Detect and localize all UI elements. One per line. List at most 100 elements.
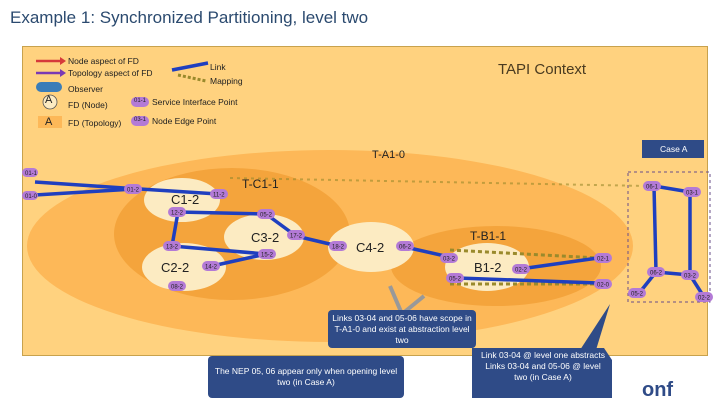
svg-text:onf: onf — [642, 379, 673, 400]
label-c2-2: C2-2 — [161, 260, 189, 275]
label-c1-2: C1-2 — [171, 192, 199, 207]
legend-mapping: Mapping — [210, 76, 243, 86]
callout-link-levels-box — [472, 348, 612, 398]
pill-r-05-2: 05-2 — [628, 288, 646, 298]
pill-c4-06-2: 06-2 — [396, 241, 414, 251]
legend-nep: Node Edge Point — [152, 116, 217, 126]
pill-r-03-2: 03-2 — [681, 270, 699, 280]
pill-b1-05-2: 05-2 — [446, 273, 464, 283]
legend: A A Node aspect of FD Topology aspect of… — [34, 54, 164, 132]
pill-c3-05-2: 05-2 — [257, 209, 275, 219]
pill-r-06-2: 06-2 — [647, 267, 665, 277]
callout-link-levels-pointer — [580, 304, 610, 350]
pill-r-02-2: 02-2 — [695, 292, 713, 302]
case-a-badge: Case A — [642, 140, 704, 158]
pill-left-01-0: 01-0 — [22, 191, 38, 200]
arrow-purple-icon — [60, 69, 66, 77]
pill-r-06-1: 06-1 — [643, 181, 661, 191]
callout-link-levels: Link 03-04 @ level one abstracts Links 0… — [481, 350, 605, 382]
svg-text:01-1: 01-1 — [25, 171, 38, 177]
svg-text:15-2: 15-2 — [261, 253, 274, 259]
svg-text:06-2: 06-2 — [399, 245, 412, 251]
svg-text:02-2: 02-2 — [698, 296, 711, 302]
legend-nep-pill: 03-1 — [134, 117, 147, 123]
label-c4-2: C4-2 — [356, 240, 384, 255]
onf-logo: onf — [642, 379, 673, 400]
mapping-icon — [177, 73, 207, 83]
svg-text:01-2: 01-2 — [127, 188, 140, 194]
svg-text:Case A: Case A — [660, 144, 688, 154]
svg-text:02-0: 02-0 — [597, 283, 610, 289]
legend-link: Link — [210, 62, 226, 72]
nep-pill-icon — [131, 116, 149, 126]
fd-topology-glyph: A — [45, 116, 53, 128]
legend-fd-node: FD (Node) — [68, 100, 108, 110]
legend-topology-aspect: Topology aspect of FD — [68, 68, 153, 78]
pill-c1-01-2: 01-2 — [124, 184, 142, 194]
pill-c1-12-2: 12-2 — [168, 207, 186, 217]
fd-node-icon — [42, 94, 58, 110]
svg-text:06-2: 06-2 — [650, 271, 663, 277]
mapping-line — [449, 248, 599, 260]
legend-icons-2 — [171, 61, 209, 83]
legend-observer: Observer — [68, 84, 103, 94]
legend-fd-aspect: Node aspect of FD — [68, 56, 139, 66]
svg-text:03-1: 03-1 — [686, 191, 699, 197]
callout-links-scope: Links 03-04 and 05-06 have scope in T-A1… — [332, 313, 472, 345]
pill-c2-08-2: 08-2 — [168, 281, 186, 291]
svg-text:03-2: 03-2 — [684, 274, 697, 280]
svg-text:18-2: 18-2 — [332, 245, 345, 251]
svg-text:08-2: 08-2 — [171, 285, 184, 291]
pill-right-02-0: 02-0 — [594, 279, 612, 289]
svg-text:05-2: 05-2 — [631, 292, 644, 298]
case-a-box — [627, 171, 711, 303]
svg-text:11-2: 11-2 — [213, 193, 225, 199]
legend-pills — [131, 97, 149, 126]
node-c4-2 — [328, 222, 414, 272]
callout-nep-note: The NEP 05, 06 appear only when opening … — [214, 366, 398, 387]
svg-text:02-2: 02-2 — [515, 268, 528, 274]
pill-c4-18-2: 18-2 — [329, 241, 347, 251]
svg-text:12-2: 12-2 — [171, 211, 184, 217]
legend-fd-topology: FD (Topology) — [68, 118, 122, 128]
svg-text:01-0: 01-0 — [25, 194, 38, 200]
node-c2-2 — [142, 243, 226, 291]
svg-text:02-1: 02-1 — [597, 257, 610, 263]
label-t-b1-1: T-B1-1 — [470, 229, 506, 243]
tapi-context-label: TAPI Context — [498, 61, 587, 78]
observer-icon — [36, 82, 62, 92]
legend-sip-pill: 01-1 — [134, 98, 147, 104]
pill-r-03-1: 03-1 — [683, 187, 701, 197]
callout-nep-note-box — [208, 356, 404, 398]
legend-sip: Service Interface Point — [152, 97, 238, 107]
svg-text:13-2: 13-2 — [166, 245, 179, 251]
pill-c3-15-2: 15-2 — [258, 249, 276, 259]
fd-node-glyph: A — [45, 94, 53, 106]
sip-pill-icon — [131, 97, 149, 107]
pill-left-01-1: 01-1 — [22, 168, 38, 177]
pill-c2-13-2: 13-2 — [163, 241, 181, 251]
label-c3-2: C3-2 — [251, 230, 279, 245]
legend-icons — [36, 57, 66, 128]
label-t-c1-1: T-C1-1 — [242, 177, 279, 191]
svg-text:03-2: 03-2 — [443, 257, 456, 263]
link-icon — [171, 61, 209, 72]
callout-links-scope-box — [328, 310, 476, 348]
label-t-a1-0: T-A1-0 — [372, 149, 405, 161]
pill-right-02-1: 02-1 — [594, 253, 612, 263]
page-title: Example 1: Synchronized Partitioning, le… — [10, 8, 369, 27]
fd-topology-icon — [38, 116, 62, 128]
pill-c2-14-2: 14-2 — [202, 261, 220, 271]
svg-text:05-2: 05-2 — [260, 213, 273, 219]
pill-b1-02-2: 02-2 — [512, 264, 530, 274]
pill-c3-17-2: 17-2 — [287, 230, 305, 240]
svg-text:06-1: 06-1 — [646, 185, 659, 191]
pill-b1-03-2: 03-2 — [440, 253, 458, 263]
svg-text:17-2: 17-2 — [290, 234, 303, 240]
svg-text:05-2: 05-2 — [449, 277, 462, 283]
label-b1-2: B1-2 — [474, 260, 501, 275]
svg-text:14-2: 14-2 — [205, 265, 218, 271]
pill-c1-11-2: 11-2 — [210, 189, 228, 199]
arrow-red-icon — [60, 57, 66, 65]
